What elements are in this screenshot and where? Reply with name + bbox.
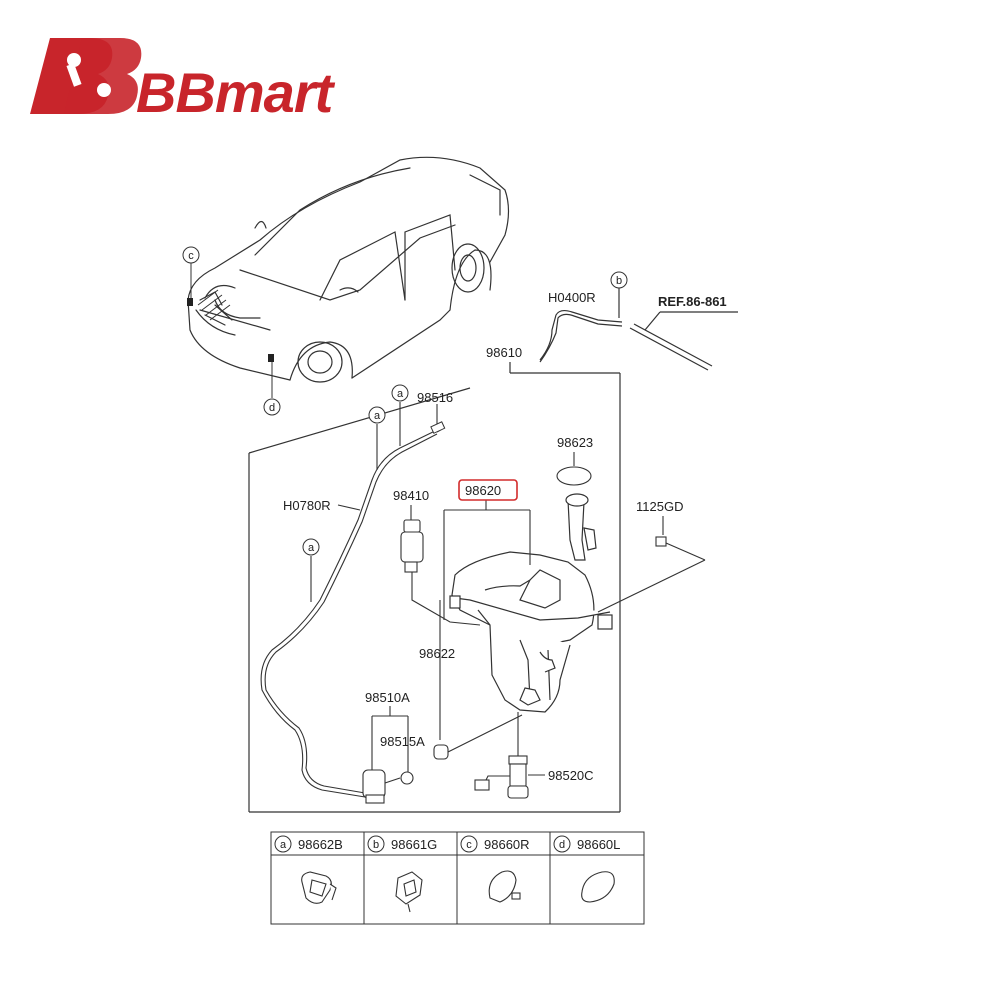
label-98610: 98610 xyxy=(486,345,522,360)
callout-d-car xyxy=(263,398,281,416)
car-grille xyxy=(197,289,231,321)
hose-h0400r xyxy=(539,309,623,361)
legend-part-d: 98660L xyxy=(577,837,620,852)
bbmart-logo-icon xyxy=(30,38,142,114)
callout-a1-text: a xyxy=(397,388,404,400)
cap-98623 xyxy=(556,452,592,486)
callout-c-text: c xyxy=(188,250,194,262)
callout-b-hose xyxy=(610,271,628,289)
callout-a-1 xyxy=(391,384,409,402)
legend-part-b: 98661G xyxy=(391,837,437,852)
legend-letter-a: a xyxy=(280,839,287,851)
label-1125gd: 1125GD xyxy=(636,499,683,514)
motor-98510a xyxy=(362,706,414,804)
callout-a-3 xyxy=(302,538,320,556)
callout-a-2 xyxy=(368,406,386,424)
grommet-98622 xyxy=(433,714,523,760)
callout-b-text: b xyxy=(616,275,622,287)
assembly-frame xyxy=(248,362,621,813)
pump-98410 xyxy=(400,505,481,740)
label-98623: 98623 xyxy=(557,435,593,450)
legend-letter-d: d xyxy=(559,839,565,851)
callout-circles xyxy=(182,246,628,556)
label-98622: 98622 xyxy=(419,646,455,661)
label-98510a: 98510A xyxy=(365,690,410,705)
label-98520c: 98520C xyxy=(548,768,594,783)
sensor-98520c xyxy=(474,712,545,799)
highlight-box-98620 xyxy=(458,479,518,501)
label-h0780r: H0780R xyxy=(283,498,331,513)
callout-d-text: d xyxy=(269,402,275,414)
legend-letter-b: b xyxy=(373,839,379,851)
cover-98660l-icon xyxy=(581,871,615,903)
callout-a2-text: a xyxy=(374,410,381,422)
label-98516: 98516 xyxy=(417,390,453,405)
label-h0400r: H0400R xyxy=(548,290,596,305)
label-98515a: 98515A xyxy=(380,734,425,749)
legend-letter-c: c xyxy=(466,839,472,851)
label-ref: REF.86-861 xyxy=(658,294,727,309)
clip-98662b-icon xyxy=(301,871,337,904)
label-98410: 98410 xyxy=(393,488,429,503)
clip-98661g-icon xyxy=(395,871,423,913)
legend-table xyxy=(270,831,645,925)
label-98620: 98620 xyxy=(465,483,501,498)
callout-a3-text: a xyxy=(308,542,315,554)
callout-c-car xyxy=(182,246,200,264)
legend-part-a: 98662B xyxy=(298,837,343,852)
bolt-1125gd xyxy=(597,516,706,613)
legend-part-c: 98660R xyxy=(484,837,530,852)
cover-98660r-icon xyxy=(488,870,521,903)
brand-name: BBmart xyxy=(136,61,333,124)
car-illustration xyxy=(187,156,510,383)
reservoir-98620 xyxy=(449,493,613,713)
